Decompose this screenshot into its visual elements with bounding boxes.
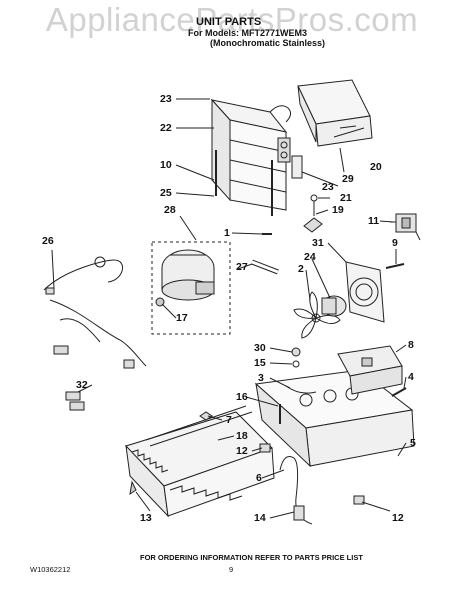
callout-5: 5 — [410, 437, 416, 449]
callout-29: 29 — [342, 173, 354, 185]
callout-23-evaporator: 23 — [160, 93, 172, 105]
callout-12-base: 12 — [392, 512, 404, 524]
control-bracket-part — [337, 345, 403, 395]
ordering-info: FOR ORDERING INFORMATION REFER TO PARTS … — [140, 553, 363, 562]
callout-4: 4 — [408, 371, 414, 383]
callout-15: 15 — [254, 357, 266, 369]
callout-18: 18 — [236, 430, 248, 442]
callout-19: 19 — [332, 204, 344, 216]
callout-24: 24 — [304, 251, 316, 263]
callout-14: 14 — [254, 512, 266, 524]
thermistor-part — [303, 194, 323, 233]
document-number: W10362212 — [30, 565, 71, 574]
condenser-coil-part — [125, 405, 275, 518]
callout-12-coil: 12 — [236, 445, 248, 457]
callout-25: 25 — [160, 187, 172, 199]
callout-10: 10 — [160, 159, 172, 171]
callout-30: 30 — [254, 342, 266, 354]
callout-13: 13 — [140, 512, 152, 524]
callout-3: 3 — [258, 372, 264, 384]
callout-20: 20 — [370, 161, 382, 173]
callout-21: 21 — [340, 192, 352, 204]
watermark: AppliancePartsPros.com — [45, 1, 419, 38]
callout-31: 31 — [312, 237, 324, 249]
relay-part — [390, 213, 421, 241]
callout-7: 7 — [226, 414, 232, 426]
fan-blade-part — [293, 291, 341, 339]
fan-motor-part — [321, 295, 347, 317]
callout-26: 26 — [42, 235, 54, 247]
fan-shroud-part — [297, 79, 373, 147]
callout-11: 11 — [368, 215, 380, 227]
callout-32: 32 — [76, 379, 88, 391]
callout-9: 9 — [392, 237, 398, 249]
callout-17: 17 — [176, 312, 188, 324]
fan-bracket-part — [345, 261, 385, 323]
callout-23-sensor: 23 — [322, 181, 334, 193]
callout-28: 28 — [164, 204, 176, 216]
callout-22: 22 — [160, 122, 172, 134]
callout-2: 2 — [298, 263, 304, 275]
callout-16: 16 — [236, 391, 248, 403]
variant-line: (Monochromatic Stainless) — [210, 38, 326, 48]
page-number: 9 — [229, 565, 234, 574]
compressor-part — [161, 249, 215, 301]
callout-27: 27 — [236, 261, 248, 273]
callout-6: 6 — [256, 472, 262, 484]
callout-8: 8 — [408, 339, 414, 351]
evaporator-coil-part — [210, 98, 303, 216]
page-title: UNIT PARTS — [196, 16, 262, 28]
model-line: For Models: MFT2771WEM3 — [188, 28, 308, 38]
wire-harness-part — [43, 256, 147, 369]
drier-part — [251, 259, 279, 275]
callout-1: 1 — [224, 227, 230, 239]
